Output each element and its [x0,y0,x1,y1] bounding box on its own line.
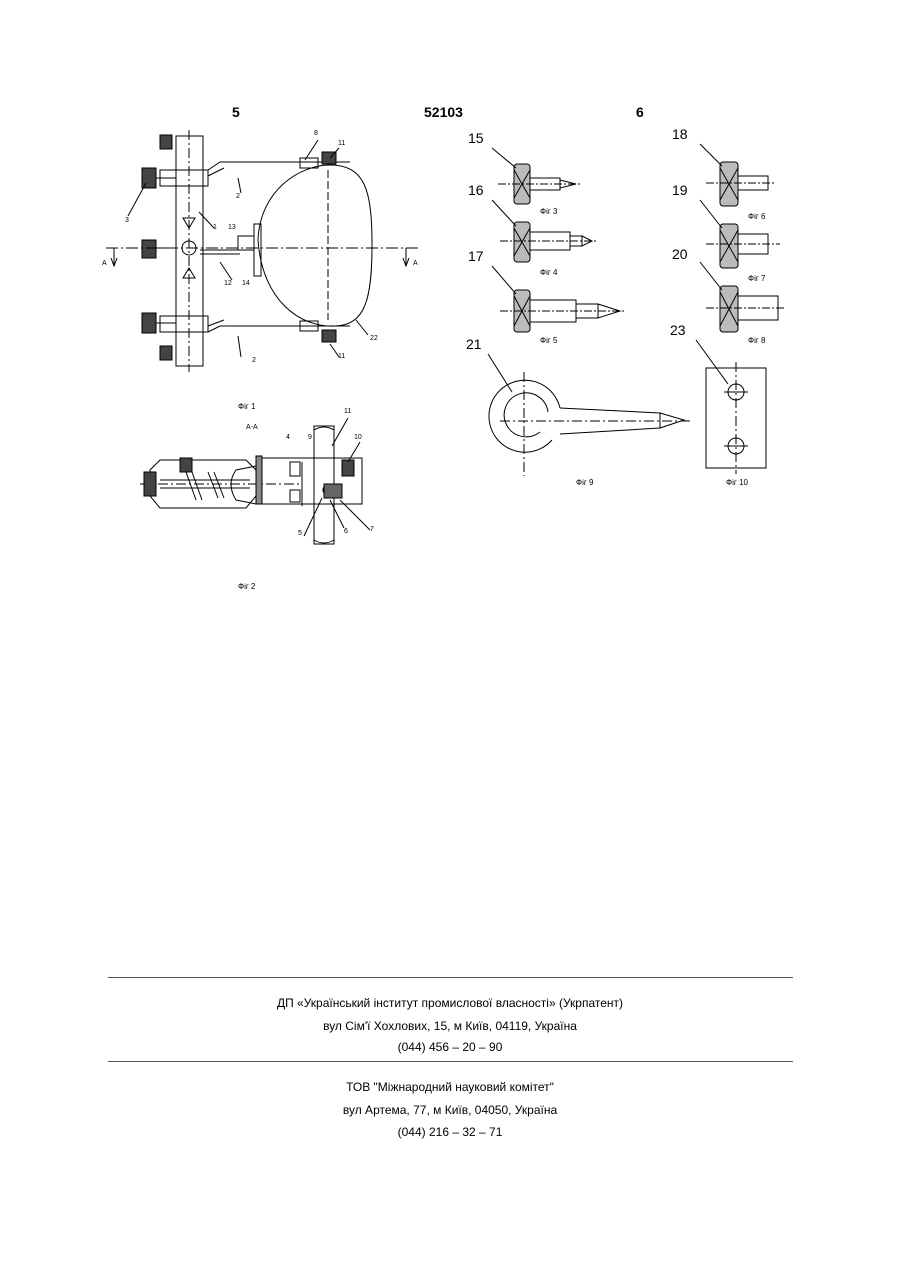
figure-9-drawing [488,354,690,476]
fig2-label-9: 9 [308,434,312,441]
fig4-part-number: 16 [468,182,484,198]
fig1-label-2-bottom: 2 [252,357,256,364]
footer-org1-address: вул Сім'ї Хохлових, 15, м Київ, 04119, У… [0,1019,900,1033]
footer-org2-phone: (044) 216 – 32 – 71 [0,1125,900,1139]
figure-6-drawing [700,144,776,206]
fig8-caption: Фіг 8 [748,336,765,345]
fig1-label-2-top: 2 [236,193,240,200]
fig2-label-6: 6 [344,528,348,535]
fig2-label-5: 5 [298,530,302,537]
figure-8-drawing [700,262,784,332]
figure-5-drawing [492,266,624,332]
fig2-label-11: 11 [344,408,351,415]
fig5-caption: Фіг 5 [540,336,557,345]
fig2-section-title: А-А [246,424,258,431]
footer-org2-name: ТОВ "Міжнародний науковий комітет" [0,1080,900,1094]
fig1-label-1: 1 [213,224,217,231]
fig1-label-12: 12 [224,280,232,287]
fig2-label-7: 7 [370,526,374,533]
figure-7-drawing [700,200,780,268]
figure-2-drawing [140,418,370,544]
fig1-caption: Фіг 1 [238,402,255,411]
fig6-part-number: 18 [672,126,688,142]
fig1-label-14: 14 [242,280,250,287]
fig1-label-13: 13 [228,224,236,231]
fig7-caption: Фіг 7 [748,274,765,283]
fig5-part-number: 17 [468,248,484,264]
fig1-section-mark-left: А [102,260,107,267]
patent-drawings [0,0,900,620]
footer-divider-top [108,977,793,978]
fig2-label-4: 4 [286,434,290,441]
fig2-label-10: 10 [354,434,362,441]
fig10-caption: Фіг 10 [726,478,748,487]
footer-org1-phone: (044) 456 – 20 – 90 [0,1040,900,1054]
fig8-part-number: 20 [672,246,688,262]
fig7-part-number: 19 [672,182,688,198]
fig3-caption: Фіг 3 [540,207,557,216]
fig1-label-3: 3 [125,217,129,224]
footer-org2-address: вул Артема, 77, м Київ, 04050, Україна [0,1103,900,1117]
fig1-label-8: 8 [314,130,318,137]
fig4-caption: Фіг 4 [540,268,557,277]
footer-org1-name: ДП «Український інститут промислової вла… [0,996,900,1010]
fig3-part-number: 15 [468,130,484,146]
fig1-label-11-bottom: 11 [338,353,345,360]
footer-divider-middle [108,1061,793,1062]
figure-10-drawing [696,340,766,474]
fig9-part-number: 21 [466,336,482,352]
fig1-section-mark-right: А [413,260,418,267]
fig1-label-11-top: 11 [338,140,345,147]
figure-3-drawing [492,148,582,204]
fig6-caption: Фіг 6 [748,212,765,221]
fig1-label-22: 22 [370,335,378,342]
fig2-caption: Фіг 2 [238,582,255,591]
fig9-caption: Фіг 9 [576,478,593,487]
fig10-part-number: 23 [670,322,686,338]
